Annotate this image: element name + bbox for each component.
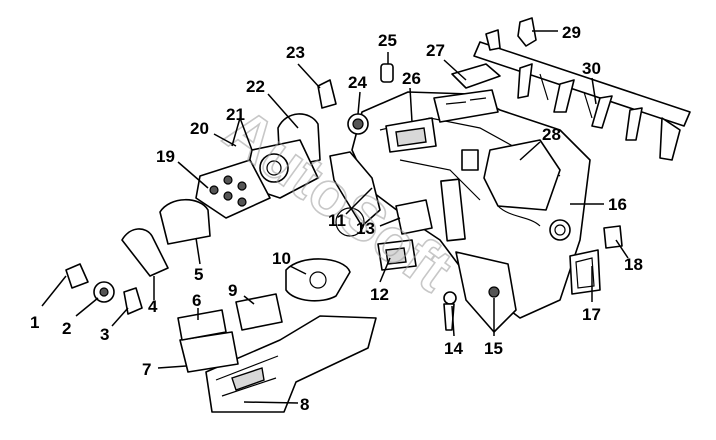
part-vent-assembly [433,63,501,123]
callout-22: 22 [246,77,265,96]
part-switch-panel [395,199,433,235]
part-trim-strip [121,228,169,277]
part-gauge-panel [195,159,271,219]
part-storage-tray [235,293,283,331]
part-lock-cylinder [443,291,457,331]
callout-8: 8 [300,395,309,414]
callout-2: 2 [62,319,71,338]
callout-20: 20 [190,119,209,138]
callout-10: 10 [272,249,291,268]
callout-19: 19 [156,147,175,166]
callout-21: 21 [226,105,245,124]
callout-14: 14 [444,339,463,358]
part-retainer-clip [123,287,143,315]
callout-25: 25 [378,31,397,50]
part-clip [380,63,394,83]
part-shifter-bezel [285,258,351,302]
callout-7: 7 [142,360,151,379]
part-round-vent [347,113,369,135]
callout-28: 28 [542,125,561,144]
callout-13: 13 [356,219,375,238]
callout-labels: 1 2 3 4 5 6 7 8 9 10 11 12 13 14 15 16 1… [30,23,643,414]
callout-29: 29 [562,23,581,42]
part-glove-box [483,139,561,227]
callout-1: 1 [30,313,39,332]
part-instrument-cluster [243,139,319,199]
callout-30: 30 [582,59,601,78]
callout-27: 27 [426,41,445,60]
callout-24: 24 [348,73,367,92]
callout-3: 3 [100,325,109,344]
part-column-trim [329,151,381,237]
part-center-vent [385,117,437,153]
callout-5: 5 [194,265,203,284]
callout-12: 12 [370,285,389,304]
part-center-console [205,315,377,413]
callout-26: 26 [402,69,421,88]
callout-9: 9 [228,281,237,300]
part-console-lid [177,309,227,341]
part-bracket [517,17,537,47]
callout-11: 11 [328,211,346,230]
callout-17: 17 [582,305,601,324]
part-connector [317,79,337,109]
part-side-panel [569,249,601,295]
part-small-switch [65,263,89,289]
callout-23: 23 [286,43,305,62]
callout-4: 4 [148,297,158,316]
callout-15: 15 [484,339,503,358]
part-round-knob [93,281,115,303]
callout-6: 6 [192,291,201,310]
callout-16: 16 [608,195,627,214]
part-knee-bolster [455,251,517,333]
part-bezel [159,199,211,245]
leader-lines [41,30,629,404]
part-cross-car-beam [473,29,691,161]
callout-18: 18 [624,255,643,274]
